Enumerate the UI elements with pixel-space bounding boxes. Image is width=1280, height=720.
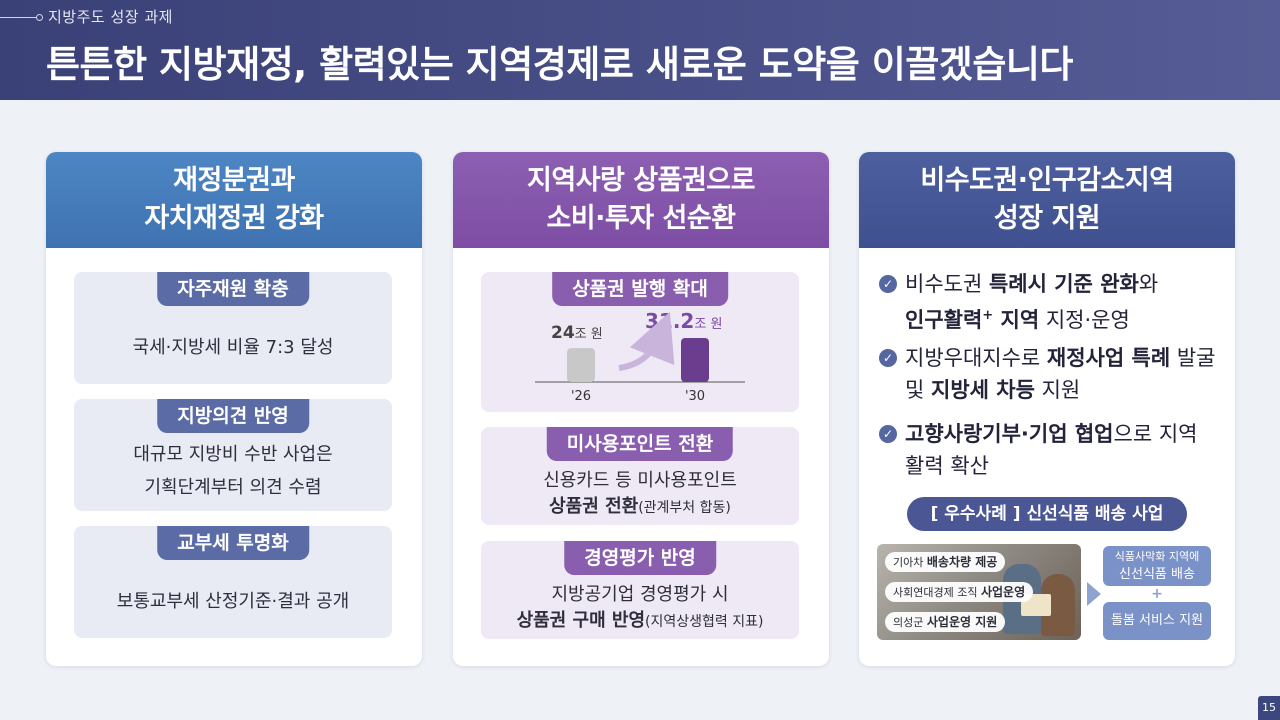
card-text-line2: 상품권 구매 반영(지역상생협력 지표) — [481, 605, 799, 638]
card-management-eval: 경영평가 반영 지방공기업 경영평가 시 상품권 구매 반영(지역상생협력 지표… — [481, 541, 799, 639]
tag-bold: 사업운영 지원 — [926, 615, 998, 629]
bullet-text: 비수도권 — [905, 272, 989, 296]
bullet-hometown-donation: ✓ 고향사랑기부·기업 협업으로 지역 활력 확산 — [879, 418, 1219, 482]
best-practice-label: [ 우수사례 ] 신선식품 배송 사업 — [907, 497, 1187, 531]
subtitle-line — [0, 17, 36, 18]
bullet-text: 으로 지역 활력 확산 — [905, 422, 1198, 478]
page-number: 15 — [1258, 696, 1280, 720]
column-title-line1: 재정분권과 — [173, 165, 295, 196]
check-circle-icon: ✓ — [879, 349, 897, 367]
card-grant-transparency: 교부세 투명화 보통교부세 산정기준·결과 공개 — [74, 526, 392, 638]
card-pill: 경영평가 반영 — [564, 541, 716, 575]
bullet-text: 발굴 및 — [905, 346, 1216, 402]
card-text-line1: 지방공기업 경영평가 시 — [551, 584, 729, 605]
column-title-line1: 비수도권·인구감소지역 — [920, 165, 1174, 196]
chart-tick-label-1: '30 — [685, 389, 705, 404]
tag-small: 기아차 — [893, 556, 927, 569]
column-header: 재정분권과 자치재정권 강화 — [46, 152, 422, 248]
bullet-bold: 인구활력 — [905, 308, 983, 332]
bullet-bold: 지방세 차등 — [931, 378, 1035, 402]
bullet-sup: + — [982, 308, 994, 323]
growth-arrow-icon — [618, 311, 675, 371]
column-header: 비수도권·인구감소지역 성장 지원 — [859, 152, 1235, 248]
card-text-note: (관계부처 합동) — [638, 500, 731, 516]
tag-bold: 배송차량 제공 — [926, 555, 998, 569]
column-local-voucher: 지역사랑 상품권으로 소비·투자 선순환 24조 원 '26 31.2조 원 '30 … — [453, 152, 829, 666]
bullet-bold: 지역 — [993, 308, 1040, 332]
bullet-text: 지정·운영 — [1039, 308, 1130, 332]
check-circle-icon: ✓ — [879, 275, 897, 293]
voucher-bar-chart: 24조 원 '26 31.2조 원 '30 — [535, 309, 745, 404]
column-title-line2: 성장 지원 — [993, 203, 1101, 234]
card-text-note: (지역상생협력 지표) — [645, 614, 764, 630]
delivery-photo: 기아차 배송차량 제공 사회연대경제 조직 사업운영 의성군 사업운영 지원 — [877, 544, 1081, 640]
column-non-capital-support: 비수도권·인구감소지역 성장 지원 ✓ 비수도권 특례시 기준 완화와 인구활력… — [859, 152, 1235, 666]
bullet-bold: 고향사랑기부·기업 협업 — [905, 422, 1114, 446]
card-text-bold: 상품권 전환 — [549, 496, 639, 517]
bullet-text: 지원 — [1034, 378, 1081, 402]
tag-vehicle: 기아차 배송차량 제공 — [885, 552, 1006, 572]
result-fresh-delivery: 식품사막화 지역에 신선식품 배송 — [1103, 546, 1211, 586]
chart-bar-0 — [567, 348, 595, 382]
subtitle-dot-icon — [36, 14, 43, 21]
tag-bold: 사업운영 — [980, 585, 1026, 599]
page-title: 튼튼한 지방재정, 활력있는 지역경제로 새로운 도약을 이끌겠습니다 — [46, 43, 1073, 86]
arrow-right-icon — [1087, 582, 1101, 606]
tag-operation: 사회연대경제 조직 사업운영 — [885, 582, 1034, 602]
card-text-line2: 기획단계부터 의견 수렴 — [144, 477, 322, 498]
card-pill: 지방의견 반영 — [157, 399, 309, 433]
bullet-bold: 재정사업 특례 — [1046, 346, 1171, 370]
chart-value-label-0: 24조 원 — [551, 323, 603, 343]
tag-small: 의성군 — [893, 616, 927, 629]
column-header: 지역사랑 상품권으로 소비·투자 선순환 — [453, 152, 829, 248]
card-pill: 미사용포인트 전환 — [546, 427, 734, 461]
card-local-opinion: 지방의견 반영 대규모 지방비 수반 사업은 기획단계부터 의견 수렴 — [74, 399, 392, 511]
card-pill: 교부세 투명화 — [157, 526, 309, 560]
card-own-revenue: 자주재원 확충 국세·지방세 비율 7:3 달성 — [74, 272, 392, 384]
chart-tick-label-0: '26 — [571, 389, 591, 404]
card-pill: 자주재원 확충 — [157, 272, 309, 306]
column-title-line1: 지역사랑 상품권으로 — [527, 165, 755, 196]
card-text: 국세·지방세 비율 7:3 달성 — [132, 337, 334, 358]
column-title-line2: 자치재정권 강화 — [144, 203, 324, 234]
tag-small: 사회연대경제 조직 — [893, 586, 981, 599]
card-voucher-issuance: 24조 원 '26 31.2조 원 '30 상품권 발행 확대 — [481, 272, 799, 412]
check-circle-icon: ✓ — [879, 425, 897, 443]
header-banner: 지방주도 성장 과제 튼튼한 지방재정, 활력있는 지역경제로 새로운 도약을 … — [0, 0, 1280, 100]
section-subtitle: 지방주도 성장 과제 — [48, 8, 173, 26]
tag-support: 의성군 사업운영 지원 — [885, 612, 1006, 632]
result-line1: 식품사막화 지역에 — [1114, 550, 1200, 563]
bullet-bold: 특례시 기준 완화 — [988, 272, 1139, 296]
bullet-preference-index: ✓ 지방우대지수로 재정사업 특례 발굴 및 지방세 차등 지원 — [879, 342, 1219, 406]
bullet-special-city: ✓ 비수도권 특례시 기준 완화와 인구활력+ 지역 지정·운영 — [879, 268, 1219, 336]
result-care-service: 돌봄 서비스 지원 — [1103, 602, 1211, 640]
card-pill: 상품권 발행 확대 — [552, 272, 728, 306]
card-text-bold: 상품권 구매 반영 — [516, 610, 646, 631]
card-text-line1: 대규모 지방비 수반 사업은 — [133, 444, 333, 465]
bullet-text: 지방우대지수로 — [905, 346, 1047, 370]
card-text: 보통교부세 산정기준·결과 공개 — [116, 591, 350, 612]
chart-bar-1 — [681, 338, 709, 382]
card-unused-points: 미사용포인트 전환 신용카드 등 미사용포인트 상품권 전환(관계부처 합동) — [481, 427, 799, 525]
plus-icon: + — [1151, 586, 1163, 602]
result-line2: 신선식품 배송 — [1119, 567, 1195, 582]
chart-value-label-1: 31.2조 원 — [645, 309, 722, 333]
card-text-line1: 신용카드 등 미사용포인트 — [543, 470, 737, 491]
card-text-line2: 상품권 전환(관계부처 합동) — [481, 491, 799, 524]
column-fiscal-decentralization: 재정분권과 자치재정권 강화 자주재원 확충 국세·지방세 비율 7:3 달성 … — [46, 152, 422, 666]
bullet-text: 와 — [1138, 272, 1159, 296]
column-title-line2: 소비·투자 선순환 — [546, 203, 736, 234]
